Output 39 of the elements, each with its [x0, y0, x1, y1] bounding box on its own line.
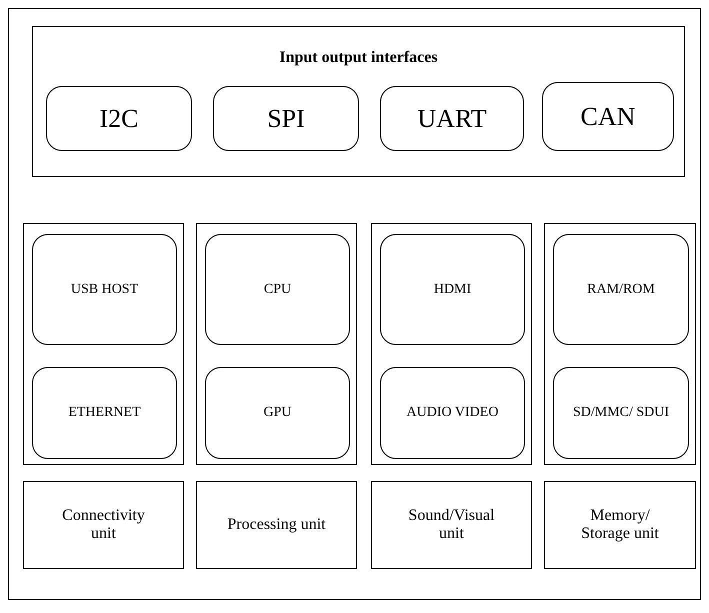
outer-frame: [8, 8, 701, 600]
component-label: USB HOST: [70, 282, 138, 298]
unit-label: Processing unit: [227, 516, 326, 534]
component-box: [380, 234, 525, 345]
unit-label: Sound/Visual unit: [407, 507, 496, 543]
interface-label: I2C: [100, 104, 138, 134]
interfaces-panel: [32, 26, 685, 177]
unit-label: Connectivity unit: [61, 507, 146, 543]
component-box: [32, 234, 177, 345]
interface-label: SPI: [267, 104, 305, 134]
component-box: [205, 234, 350, 345]
component-label: SD/MMC/ SDUI: [572, 405, 670, 421]
interface-box: [542, 82, 674, 151]
component-box: [205, 367, 350, 459]
interface-label: UART: [417, 104, 487, 134]
component-label: CPU: [264, 282, 292, 298]
unit-box: [371, 481, 532, 569]
component-label: RAM/ROM: [587, 282, 655, 298]
component-box: [32, 367, 177, 459]
unit-column: [371, 223, 532, 465]
interface-box: [380, 86, 524, 151]
unit-column: [23, 223, 184, 465]
interface-box: [46, 86, 192, 151]
component-label: GPU: [263, 405, 292, 421]
unit-box: [23, 481, 184, 569]
component-box: [380, 367, 525, 459]
interface-box: [213, 86, 359, 151]
unit-column: [196, 223, 357, 465]
unit-column: [544, 223, 696, 465]
component-label: ETHERNET: [68, 405, 141, 421]
unit-box: [544, 481, 696, 569]
component-label: AUDIO VIDEO: [406, 405, 498, 421]
panel-title: Input output interfaces: [278, 49, 439, 67]
unit-label: Memory/ Storage unit: [580, 507, 660, 543]
component-box: [553, 367, 689, 459]
component-label: HDMI: [434, 282, 472, 298]
interface-label: CAN: [580, 102, 636, 132]
component-box: [553, 234, 689, 345]
unit-box: [196, 481, 357, 569]
